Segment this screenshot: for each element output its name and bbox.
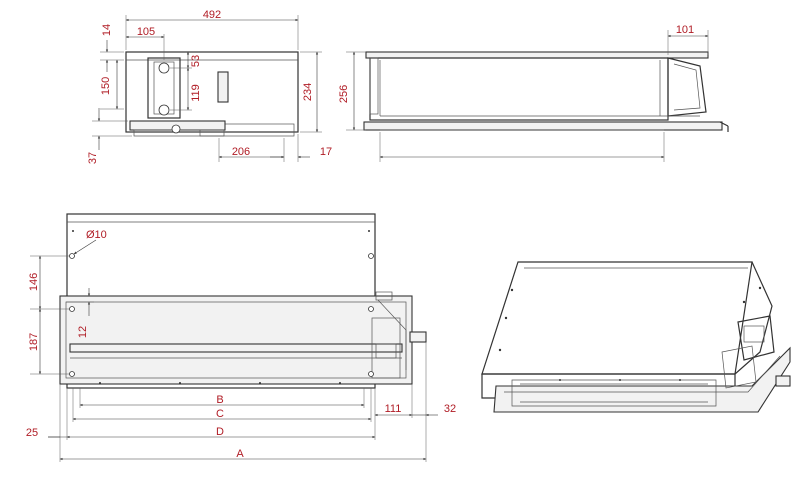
dim-d10: Ø10 [86,229,107,241]
top-view: 492 105 14 150 53 119 234 37 [87,9,332,164]
iso-top-face [481,261,753,375]
dim-111: 111 [385,403,402,415]
plan-view-motor [371,317,401,379]
dim-150: 150 [100,77,112,95]
dim-A: A [236,448,244,460]
dim-187: 187 [28,333,40,351]
dim-14: 14 [101,24,113,36]
drain-outlet [171,124,181,134]
side-view-motor [667,57,707,117]
dim-492: 492 [203,9,221,21]
dim-146: 146 [28,273,40,291]
dim-119: 119 [190,84,202,102]
iso-side-face [734,261,773,375]
isometric-view [481,261,791,413]
dim-101: 101 [676,24,694,36]
dim-37: 37 [87,152,99,164]
coil-inlet [158,62,170,74]
dim-12: 12 [77,326,89,338]
coil-outlet [158,104,170,116]
dim-25: 25 [26,427,38,439]
side-view: 256 101 [338,24,729,162]
dim-D: D [216,426,224,438]
plan-view-drain-pan [59,295,413,385]
plan-view-pipe [409,331,427,343]
iso-pipe [775,375,791,387]
dim-B: B [216,394,223,406]
plan-view: Ø10 146 187 12 B C D A [26,213,456,462]
dim-17: 17 [320,146,332,158]
iso-motor-box [737,315,775,361]
top-view-grille [217,71,229,103]
dim-53: 53 [190,55,202,67]
dim-C: C [216,408,224,420]
iso-outlet [511,379,717,407]
dim-206: 206 [232,146,250,158]
dim-32: 32 [444,403,456,415]
side-view-top-plate [365,51,709,59]
side-view-body [369,57,669,121]
side-view-bracket-left [369,57,379,115]
dim-105: 105 [137,26,155,38]
top-view-body [125,51,299,133]
side-view-drain-pan [363,121,723,131]
dim-234: 234 [302,83,314,101]
dim-256: 256 [338,85,350,103]
